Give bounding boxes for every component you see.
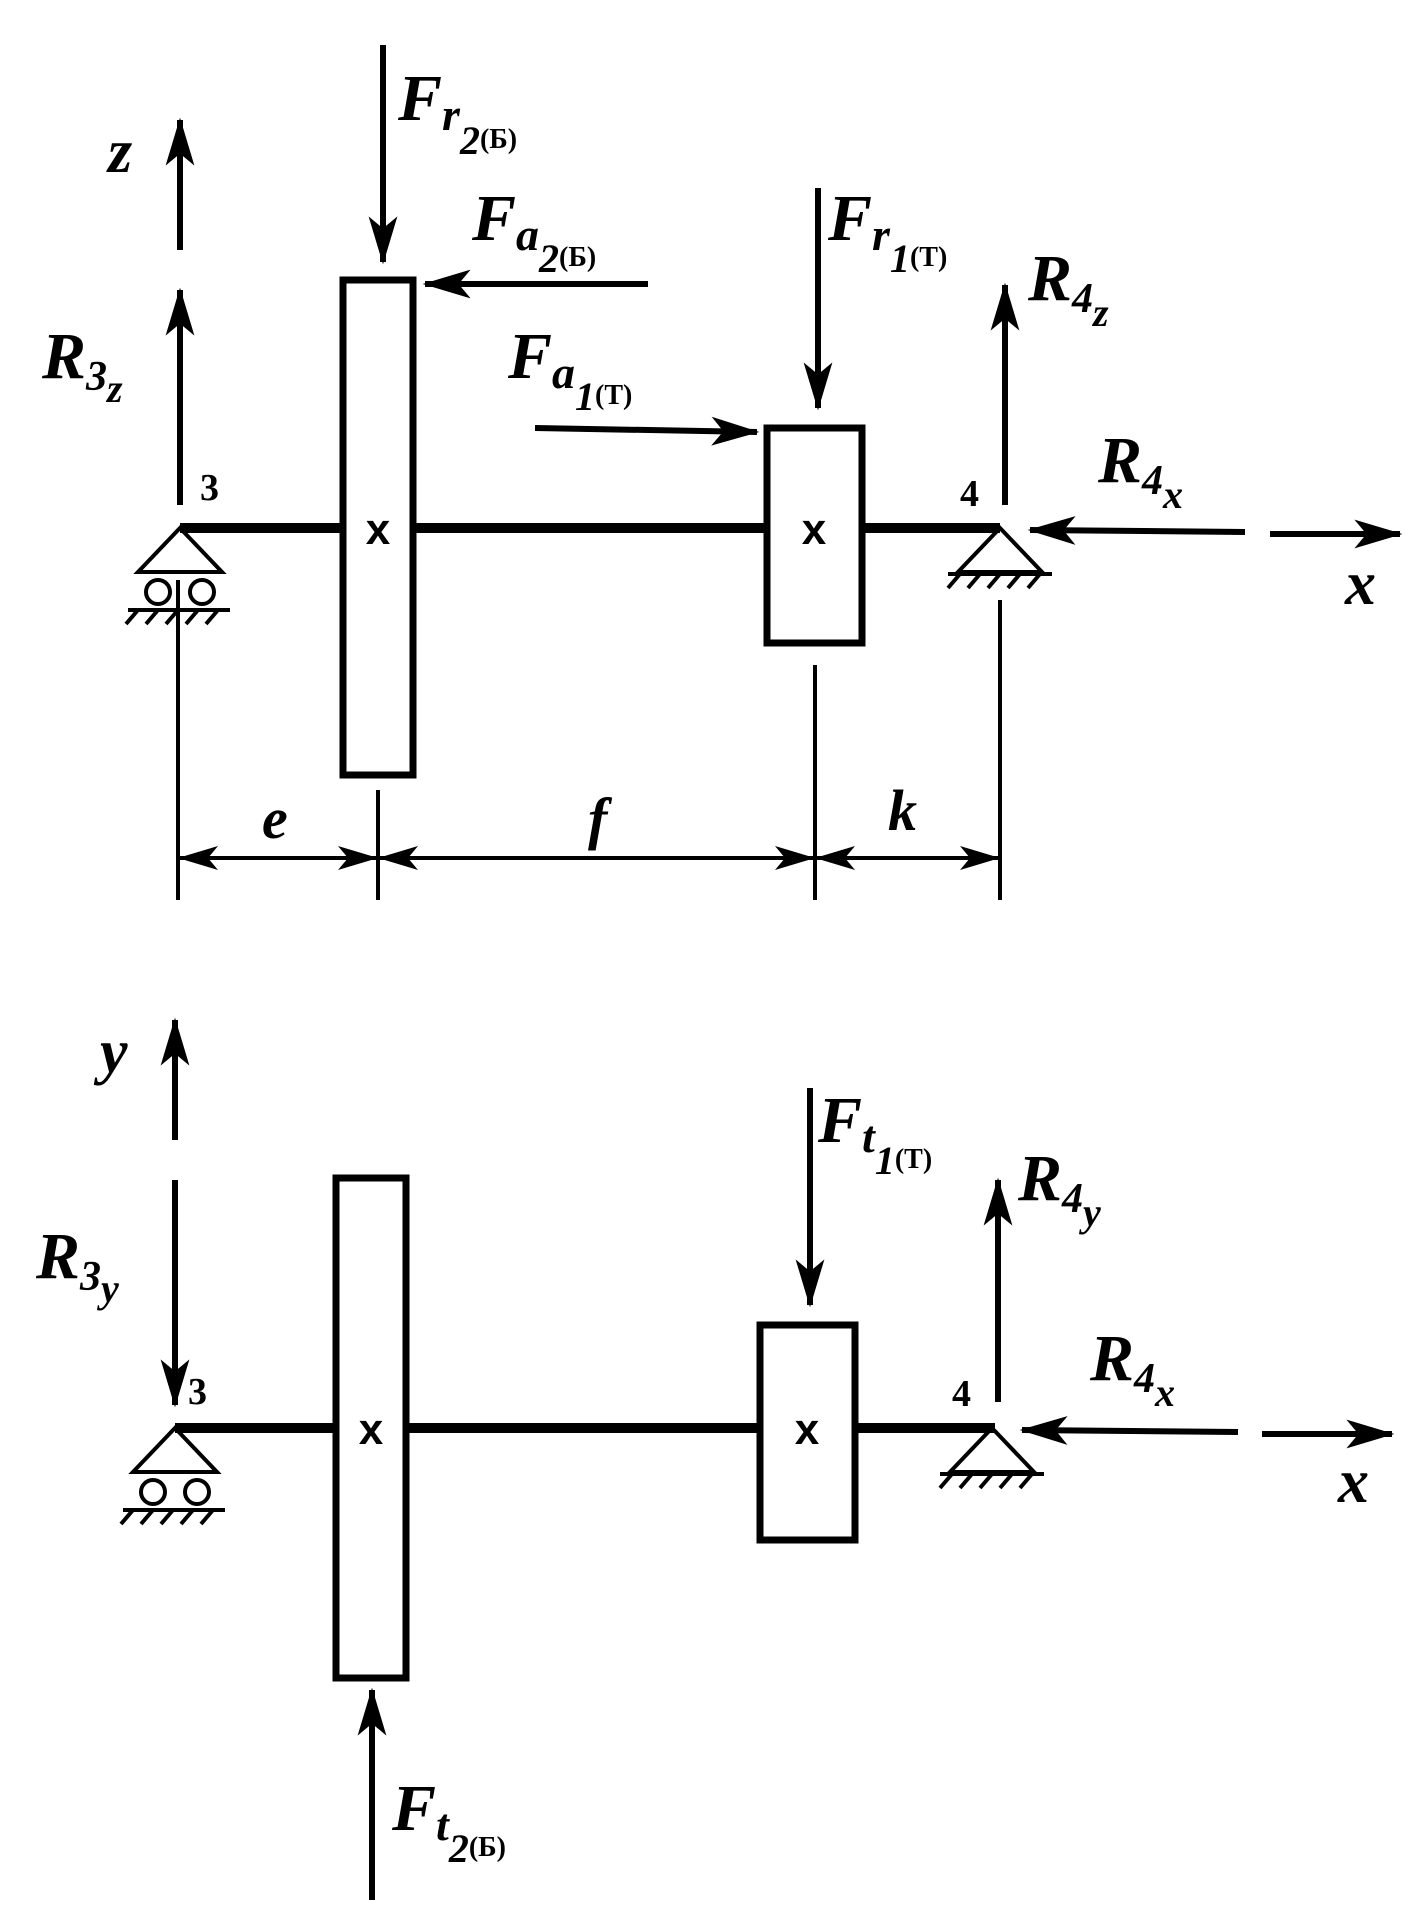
z-axis: z	[106, 117, 195, 250]
gear-1-center-mark-top: x	[802, 505, 827, 554]
force-fr2-label: Fr2(Б)	[397, 62, 517, 163]
gear-2-center-mark-top: x	[366, 505, 391, 554]
dimension-k-label: k	[888, 778, 917, 843]
z-axis-label: z	[106, 118, 132, 186]
support-3-label-top: 3	[200, 467, 219, 509]
support-3-roller-bottom	[119, 1425, 225, 1526]
force-fr1-label: Fr1(T)	[827, 182, 947, 281]
support-4-pin-top	[946, 525, 1052, 590]
force-r3z-label: R3z	[41, 320, 123, 411]
force-ft2-label: Ft2(Б)	[391, 1772, 506, 1871]
force-ft1-label: Ft1(T)	[817, 1084, 932, 1183]
force-r4z-label: R4z	[1027, 242, 1109, 335]
force-r4x-arrow-top	[1027, 516, 1246, 545]
bottom-view: y 3 4 x	[35, 1017, 1395, 1900]
force-fa1-label: Fa1(T)	[507, 320, 632, 419]
gear-1-top	[763, 424, 866, 647]
dimension-lines: e f k	[176, 580, 1002, 900]
gear-2-bottom	[332, 1174, 410, 1682]
force-fa1-arrow	[534, 416, 760, 446]
y-axis-label: y	[93, 1018, 128, 1086]
support-4-pin-bottom	[938, 1425, 1044, 1490]
force-r4x-label-bottom: R4x	[1089, 1322, 1175, 1415]
force-r4x-arrow-bottom	[1019, 1416, 1239, 1445]
x-axis-label-top: x	[1344, 550, 1376, 618]
gear-2-center-mark-bottom: x	[359, 1405, 384, 1454]
force-r3y-label: R3y	[35, 1220, 119, 1311]
y-axis: y	[93, 1017, 190, 1140]
dimension-e-label: e	[262, 786, 288, 851]
support-4-label-bottom: 4	[952, 1373, 971, 1415]
force-r4y-label: R4y	[1017, 1142, 1101, 1235]
gear-1-bottom	[756, 1321, 859, 1544]
x-axis-top: x	[1270, 519, 1403, 618]
support-3-label-bottom: 3	[188, 1371, 207, 1413]
dimension-f-label: f	[588, 786, 613, 851]
x-axis-bottom: x	[1262, 1419, 1395, 1516]
support-4-label-top: 4	[960, 473, 979, 515]
force-r4x-label-top: R4x	[1097, 424, 1183, 517]
force-fa2-label: Fa2(Б)	[471, 182, 596, 281]
gear-2-top	[339, 276, 417, 779]
top-view: z 3 4 x	[41, 45, 1403, 900]
gear-1-center-mark-bottom: x	[795, 1405, 820, 1454]
x-axis-label-bottom: x	[1337, 1448, 1369, 1516]
